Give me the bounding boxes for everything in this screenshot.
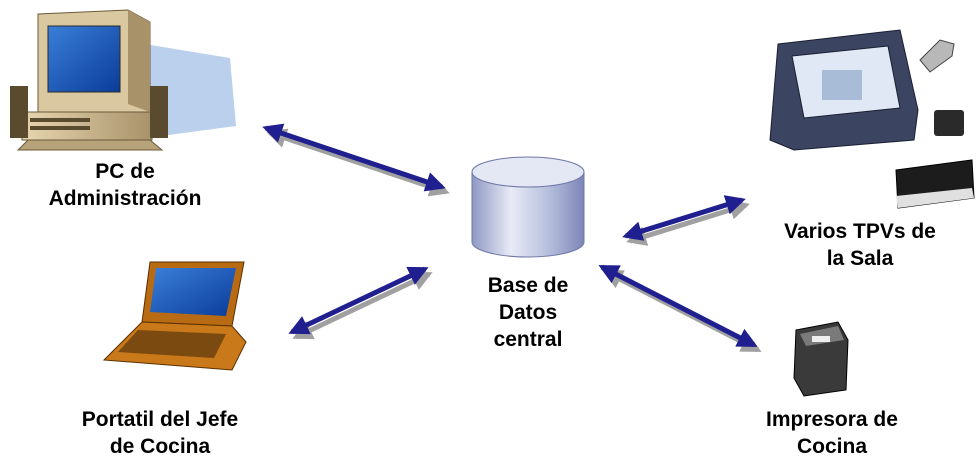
label-pc: PC de Administración bbox=[15, 158, 235, 212]
label-database: Base de Datos central bbox=[458, 272, 598, 353]
arrow-database-pos bbox=[622, 195, 750, 246]
label-pos-line2: la Sala bbox=[826, 247, 894, 270]
label-printer: Impresora de Cocina bbox=[722, 406, 942, 460]
label-laptop-line2: de Cocina bbox=[109, 435, 211, 458]
arrow-pc-database bbox=[262, 123, 450, 197]
receipt-printer-icon bbox=[793, 321, 849, 397]
label-pc-line2: Administración bbox=[48, 187, 202, 210]
label-pos-line1: Varios TPVs de bbox=[784, 220, 936, 243]
label-printer-line2: Cocina bbox=[796, 435, 867, 458]
label-pc-line1: PC de bbox=[95, 160, 155, 183]
pos-terminal-icon bbox=[769, 29, 975, 209]
label-database-line3: central bbox=[493, 328, 563, 351]
arrow-database-printer bbox=[598, 264, 762, 353]
label-database-line1: Base de bbox=[487, 274, 569, 297]
desktop-computer-icon bbox=[10, 9, 236, 151]
label-laptop-line1: Portatil del Jefe bbox=[81, 408, 239, 431]
label-laptop: Portatil del Jefe de Cocina bbox=[40, 406, 280, 460]
arrow-laptop-database bbox=[288, 266, 433, 340]
database-cylinder-icon bbox=[471, 156, 585, 258]
laptop-icon bbox=[102, 261, 247, 371]
label-printer-line1: Impresora de bbox=[766, 408, 898, 431]
label-database-line2: Datos bbox=[498, 301, 558, 324]
label-pos: Varios TPVs de la Sala bbox=[750, 218, 970, 272]
